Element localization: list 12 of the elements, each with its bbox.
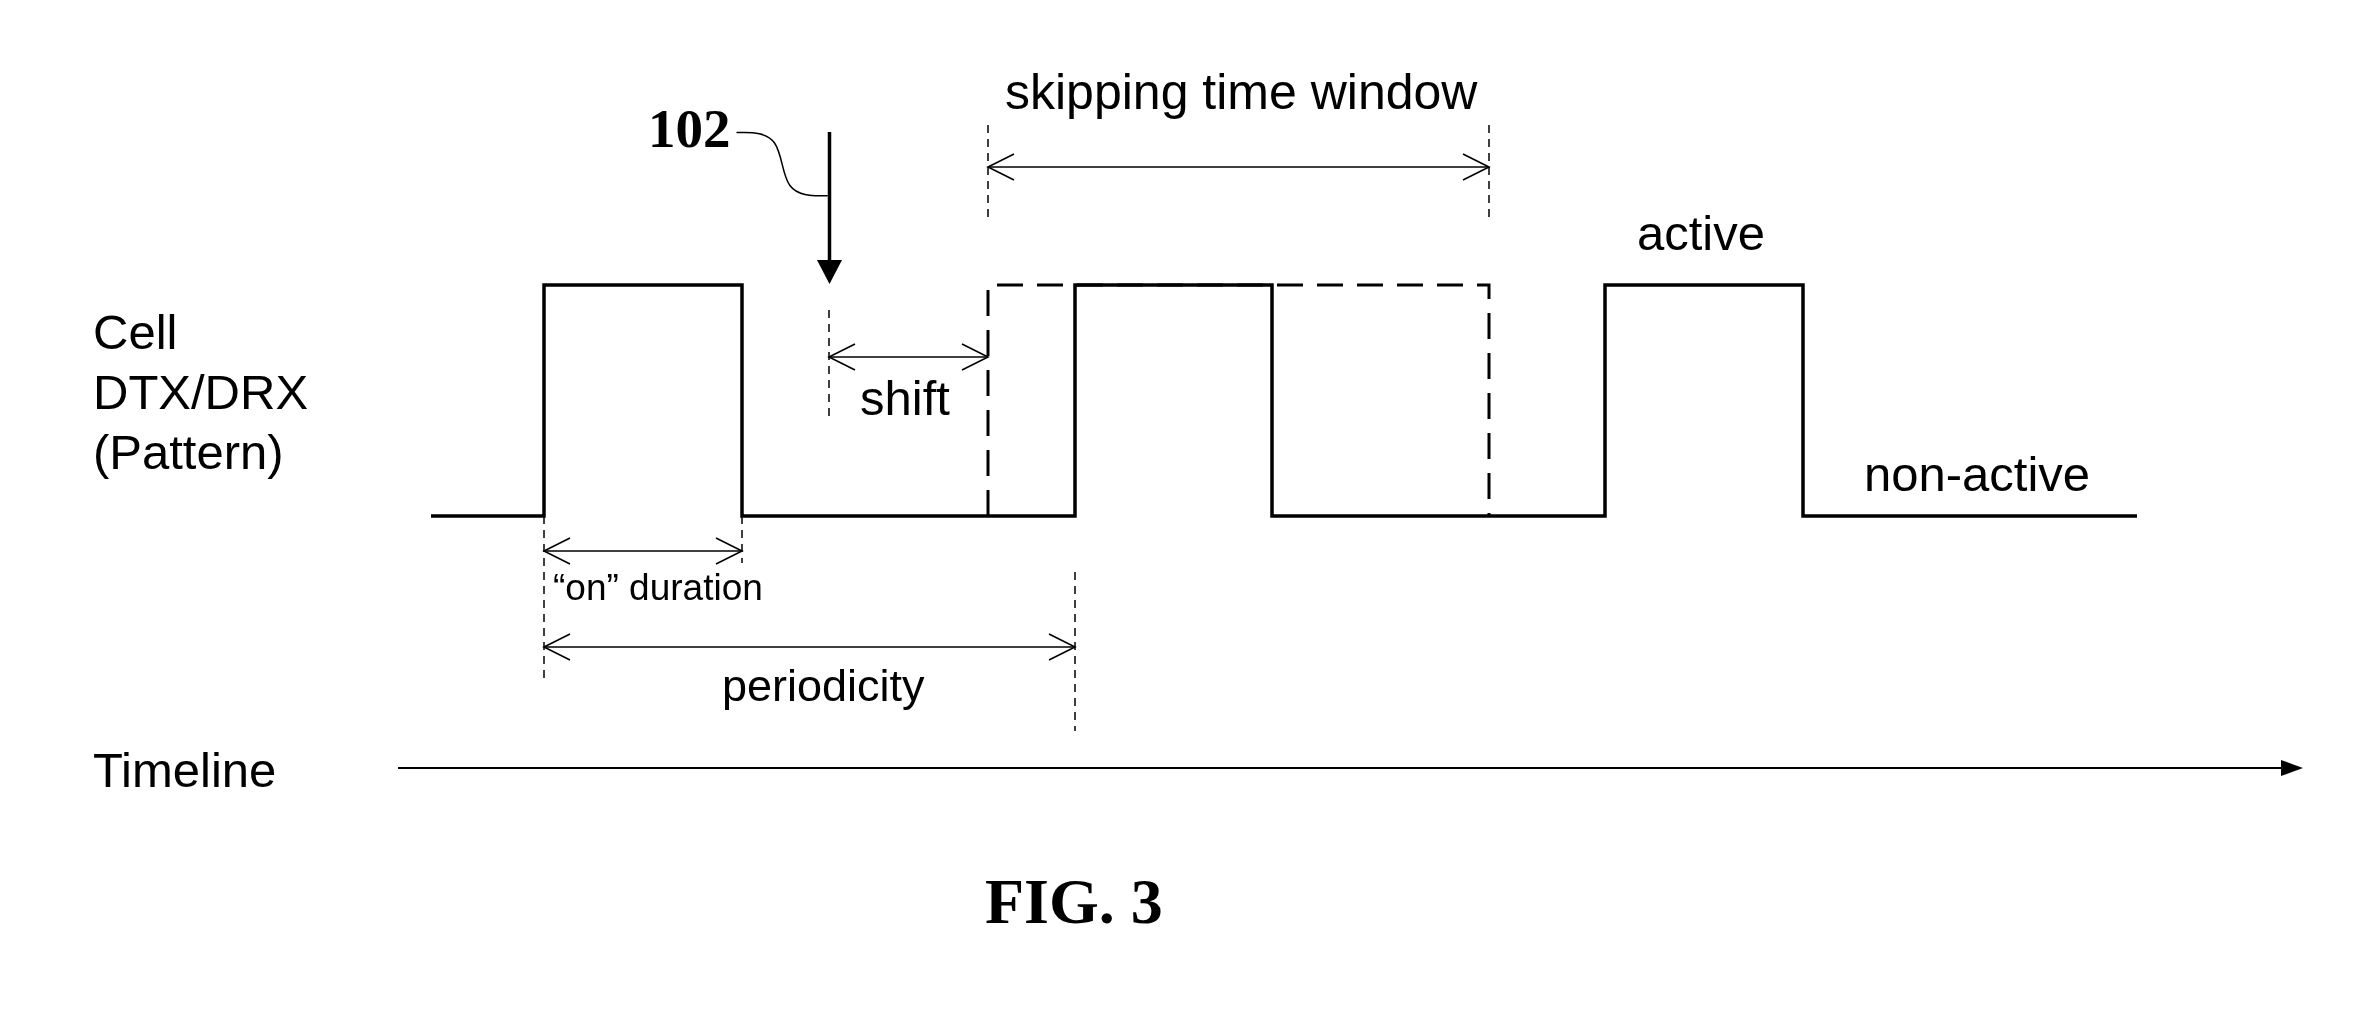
- dimension-label: periodicity: [722, 660, 925, 712]
- dimension-label: skipping time window: [1005, 64, 1478, 122]
- time-marker-arrow: [817, 132, 842, 284]
- leader-line: [735, 131, 829, 197]
- figure-caption: FIG. 3: [985, 865, 1163, 939]
- dimension-label: shift: [860, 370, 950, 427]
- callout-number: 102: [648, 97, 731, 161]
- row-label: Cell DTX/DRX (Pattern): [93, 304, 310, 481]
- state-label: active: [1637, 205, 1765, 262]
- axis-label: Timeline: [93, 742, 277, 799]
- state-label: non-active: [1864, 446, 2091, 503]
- dimension-label: “on” duration: [553, 567, 763, 610]
